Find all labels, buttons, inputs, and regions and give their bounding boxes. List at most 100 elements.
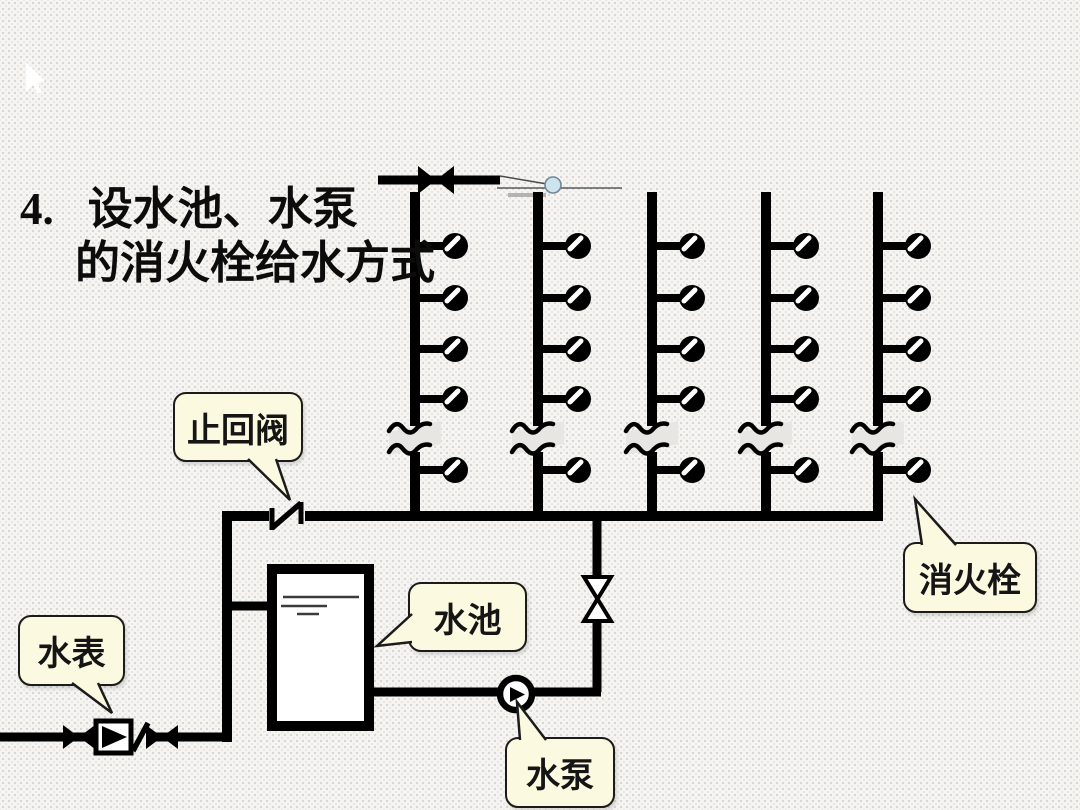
- hydrant-highlight: [444, 459, 461, 476]
- hydrant-icon: [878, 285, 931, 311]
- hydrant-icon: [766, 285, 819, 311]
- hydrant-icon: [878, 457, 931, 483]
- hydrant-icon: [415, 386, 468, 412]
- callout-check-valve: 止回阀: [173, 392, 303, 462]
- hydrant-body: [679, 336, 705, 362]
- hydrant-highlight: [681, 459, 698, 476]
- hydrant-body: [793, 233, 819, 259]
- hydrant-highlight: [444, 338, 461, 355]
- hydrant-icon: [538, 457, 591, 483]
- pipe-break-icon: [737, 421, 792, 456]
- break-wave: [849, 421, 896, 435]
- hydrant-body: [442, 336, 468, 362]
- hydrant-highlight: [681, 388, 698, 405]
- hydrant-icon: [652, 233, 705, 259]
- hydrant-icon: [538, 233, 591, 259]
- water-tank-shape: [267, 564, 374, 731]
- hydrant-icon: [878, 336, 931, 362]
- hydrant-icon: [652, 457, 705, 483]
- hydrant-highlight: [567, 388, 584, 405]
- hydrant-highlight: [681, 338, 698, 355]
- hydrant-body: [905, 336, 931, 362]
- hydrant-body: [793, 336, 819, 362]
- hydrant-highlight: [681, 235, 698, 252]
- callout-water-meter: 水表: [18, 615, 125, 686]
- riser: [737, 192, 819, 516]
- hydrant-highlight: [907, 459, 924, 476]
- pipe-break-icon: [386, 421, 441, 456]
- hydrant-highlight: [795, 235, 812, 252]
- hydrant-icon: [878, 233, 931, 259]
- callout-water-meter-label: 水表: [37, 635, 106, 673]
- hydrant-icon: [766, 336, 819, 362]
- hydrant-highlight: [795, 388, 812, 405]
- hydrant-icon: [652, 336, 705, 362]
- callout-check-valve-label: 止回阀: [187, 411, 289, 450]
- hydrant-highlight: [567, 338, 584, 355]
- hydrant-body: [442, 457, 468, 483]
- hydrant-icon: [766, 386, 819, 412]
- hydrant-body: [905, 233, 931, 259]
- hydrant-highlight: [795, 338, 812, 355]
- hydrant-body: [793, 457, 819, 483]
- hydrant-body: [905, 386, 931, 412]
- hydrant-body: [565, 336, 591, 362]
- callout-water-tank: 水池: [408, 582, 527, 652]
- pump-icon: [496, 674, 536, 714]
- hydrant-highlight: [567, 235, 584, 252]
- hydrant-body: [905, 285, 931, 311]
- hydrant-body: [442, 386, 468, 412]
- hydrant-highlight: [444, 235, 461, 252]
- break-wave: [386, 442, 433, 456]
- title-number: 4.: [20, 184, 54, 234]
- hydrant-icon: [766, 233, 819, 259]
- callout-water-pump-label: 水泵: [526, 757, 594, 795]
- hydrant-body: [442, 285, 468, 311]
- page-title: 4.设水池、水泵 的消火栓给水方式: [20, 182, 435, 290]
- hydrant-body: [905, 457, 931, 483]
- shutoff-valve-icon: [63, 725, 95, 749]
- hydrant-body: [679, 457, 705, 483]
- title-line-1: 4. 设水池、水泵: [20, 182, 435, 236]
- hydrant-body: [793, 285, 819, 311]
- hydrant-highlight: [795, 287, 812, 304]
- pipe-break-icon: [849, 421, 904, 456]
- break-wave: [509, 421, 556, 435]
- hydrant-body: [793, 386, 819, 412]
- riser: [509, 192, 591, 516]
- shutoff-valve-icon: [146, 725, 178, 749]
- hydrant-highlight: [907, 287, 924, 304]
- check-valve-icon: [269, 500, 304, 531]
- hydrant-highlight: [795, 459, 812, 476]
- callout-water-tank-label: 水池: [433, 601, 502, 640]
- hydrant-icon: [538, 386, 591, 412]
- riser: [386, 192, 468, 516]
- hydrant-icon: [878, 386, 931, 412]
- hydrant-icon: [415, 457, 468, 483]
- break-wave: [623, 442, 670, 456]
- hydrant-icon: [652, 285, 705, 311]
- hydrant-highlight: [444, 388, 461, 405]
- hydrant-highlight: [907, 338, 924, 355]
- hydrant-body: [565, 386, 591, 412]
- hydrant-highlight: [567, 459, 584, 476]
- break-wave: [623, 421, 670, 435]
- vent-lead-line: [499, 175, 548, 185]
- hydrant-icon: [766, 457, 819, 483]
- hydrant-body: [565, 457, 591, 483]
- vertical-valve-icon: [580, 575, 615, 623]
- hydrant-body: [565, 233, 591, 259]
- riser: [849, 192, 931, 516]
- hydrant-icon: [415, 233, 468, 259]
- break-wave: [386, 421, 433, 435]
- hydrant-highlight: [681, 287, 698, 304]
- hydrant-body: [565, 285, 591, 311]
- air-vent-icon: [544, 176, 562, 194]
- hydrant-body: [679, 386, 705, 412]
- break-wave: [849, 442, 896, 456]
- break-wave: [737, 442, 784, 456]
- title-text-1: 设水池、水泵: [87, 184, 358, 234]
- hydrant-body: [679, 285, 705, 311]
